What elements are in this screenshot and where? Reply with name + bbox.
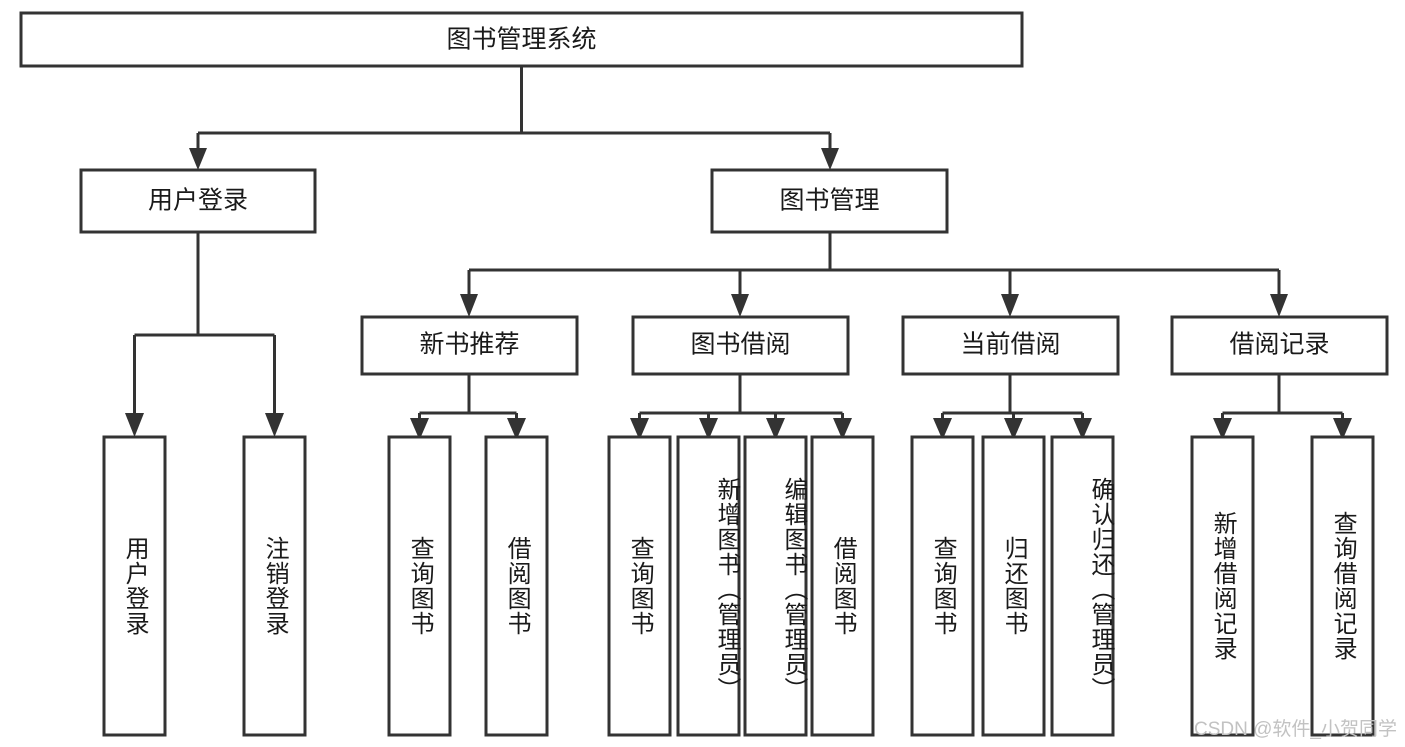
arrow-head-leaf-query-book-3 [933,418,952,440]
node-user-login-label: 用户登录 [148,187,248,215]
arrow-head-borrow-record [1270,294,1288,317]
connector-group [125,66,1352,440]
leaf-box-add-book[interactable] [676,435,741,737]
node-root[interactable]: 图书管理系统 [19,11,1024,68]
node-book-manage[interactable]: 图书管理 [710,168,949,234]
node-current-borrow-label: 当前借阅 [960,331,1060,359]
node-book-manage-box[interactable] [710,168,949,234]
arrow-head-leaf-logout-login [265,413,284,437]
node-book-borrow-box[interactable] [631,315,850,376]
leaf-label-return-book: 归还图书 [1000,536,1028,636]
node-borrow-record-label: 借阅记录 [1229,331,1329,359]
node-borrow-record-box[interactable] [1170,315,1389,376]
arrow-head-book-borrow [731,294,749,317]
leaf-label-query-book-3: 查询图书 [929,536,957,636]
leaf-box-query-book-1[interactable] [387,435,452,737]
arrow-head-leaf-query-book-2 [630,418,649,440]
node-new-book-recommend[interactable]: 新书推荐 [360,315,579,376]
node-borrow-record[interactable]: 借阅记录 [1170,315,1389,376]
leaf-box-user-login[interactable] [102,435,167,737]
leaf-label-borrow-book-1: 借阅图书 [503,536,531,636]
leaf-box-borrow-book-2[interactable] [810,435,875,737]
arrow-head-leaf-borrow-book-1 [507,418,526,440]
arrow-head-leaf-user-login [125,413,144,437]
node-book-manage-label: 图书管理 [779,187,879,215]
node-current-borrow[interactable]: 当前借阅 [901,315,1120,376]
node-user-login-box[interactable] [79,168,317,234]
leaf-label-add-book: 新增图书（管理员） [713,476,740,702]
leaf-label-query-book-1: 查询图书 [406,536,434,636]
arrow-head-leaf-edit-book [766,418,785,440]
arrow-head-current-borrow [1001,294,1019,317]
leaf-box-group [102,435,1375,737]
arrow-head-new-book-recommend [460,294,478,317]
leaf-box-query-book-2[interactable] [607,435,672,737]
leaf-label-add-borrow-record: 新增借阅记录 [1209,511,1237,661]
arrow-head-leaf-add-book [699,418,718,440]
leaf-box-return-book[interactable] [981,435,1046,737]
node-book-borrow-label: 图书借阅 [690,331,790,359]
leaf-box-borrow-book-1[interactable] [484,435,549,737]
arrow-head-leaf-return-book [1004,418,1023,440]
leaf-box-query-book-3[interactable] [910,435,975,737]
leaf-box-add-borrow-record[interactable] [1190,435,1255,737]
leaf-box-logout-login[interactable] [242,435,307,737]
leaf-label-query-book-2: 查询图书 [626,536,654,636]
node-user-login[interactable]: 用户登录 [79,168,317,234]
arrow-head-leaf-query-borrow-record [1333,418,1352,440]
leaf-label-edit-book: 编辑图书（管理员） [780,476,807,702]
csdn-watermark: CSDN @软件_小贺同学 [1194,719,1397,740]
leaf-box-confirm-return[interactable] [1050,435,1115,737]
node-new-book-recommend-box[interactable] [360,315,579,376]
node-book-borrow[interactable]: 图书借阅 [631,315,850,376]
leaf-label-confirm-return: 确认归还（管理员） [1087,476,1114,702]
arrow-head-leaf-borrow-book-2 [833,418,852,440]
arrow-head-leaf-query-book-1 [410,418,429,440]
arrow-head-leaf-add-borrow-record [1213,418,1232,440]
leaf-label-logout-login: 注销登录 [261,536,289,636]
leaf-label-user-login: 用户登录 [121,536,149,636]
leaf-box-query-borrow-record[interactable] [1310,435,1375,737]
node-new-book-recommend-label: 新书推荐 [419,331,519,359]
node-current-borrow-box[interactable] [901,315,1120,376]
leaf-box-edit-book[interactable] [743,435,808,737]
node-root-label: 图书管理系统 [446,26,596,54]
arrow-head-user-login [189,148,207,170]
arrow-head-leaf-confirm-return [1073,418,1092,440]
leaf-label-borrow-book-2: 借阅图书 [829,536,857,636]
node-root-box[interactable] [19,11,1024,68]
leaf-label-query-borrow-record: 查询借阅记录 [1329,511,1357,661]
arrow-head-book-manage [821,148,839,170]
